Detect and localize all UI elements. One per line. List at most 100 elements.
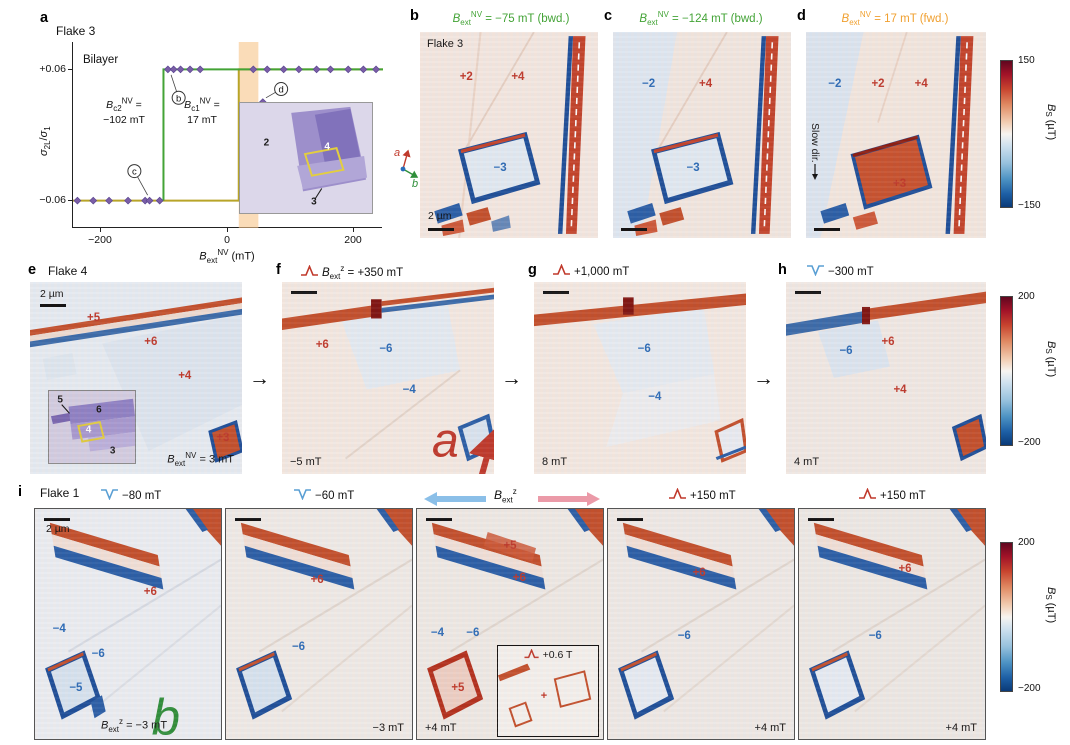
i4-title: +150 mT [668, 488, 736, 502]
panel-a-letter: a [40, 10, 49, 26]
region-label: +6 [881, 335, 895, 348]
domain-map-b [420, 32, 598, 238]
svg-text:d: d [278, 85, 283, 96]
domain-map-i1 [35, 509, 221, 739]
svg-text:c: c [132, 167, 137, 178]
magnetic-image-h: 4 mT −6+6+4 [786, 282, 986, 474]
colorbar2-tick-min: −200 [1018, 437, 1041, 448]
domain-map-e [30, 282, 242, 474]
region-label: −4 [402, 383, 416, 396]
panel-d-letter: d [797, 8, 806, 24]
axis-tick [353, 228, 355, 232]
region-label: +6 [512, 572, 526, 584]
panel-e-letter: e [28, 262, 37, 278]
panel-h-title: −300 mT [806, 264, 874, 278]
field-value-i1: Bextz = −3 mT [101, 717, 168, 734]
axis-b-label: b [412, 178, 418, 188]
region-label: +3 [216, 431, 230, 444]
scale-bar [44, 518, 70, 521]
magnetic-image-i3: +0.6 T + +4 mT +5+6−4−6+5 [416, 508, 604, 740]
scalebar-text-e: 2 µm [40, 288, 64, 300]
scale-bar [543, 291, 569, 294]
sweep-left-arrow [424, 492, 486, 506]
pulse-down-icon [294, 489, 311, 500]
panel-i-flake-title: Flake 1 [40, 486, 80, 500]
region-label: +4 [893, 383, 907, 396]
domain-plus-3 [208, 420, 242, 463]
sequence-arrow: → [753, 367, 774, 390]
panel-c-title: BextNV = −124 mT (bwd.) [639, 10, 763, 28]
inset-domain-map [498, 663, 592, 728]
domain-plus-5 [427, 650, 484, 720]
axis-a-label: a [432, 414, 459, 467]
region-label: 2 [263, 137, 270, 149]
axis-a-label: a [394, 147, 400, 159]
flake3-optical-image [291, 106, 368, 200]
flake-name-b: Flake 3 [427, 38, 464, 50]
scale-bar [235, 518, 261, 521]
colorbar1-label: BS (µT) [1044, 104, 1058, 141]
xtick-0: 0 [224, 234, 230, 246]
panel-a-flake-title: Flake 3 [56, 24, 96, 38]
region-label: +5 [87, 312, 101, 325]
region-label: +6 [692, 567, 706, 580]
colorbar3-label: BS (µT) [1044, 587, 1058, 624]
inset-title: +0.6 T [524, 649, 572, 661]
pulse-up-icon [524, 649, 539, 659]
region-label: −6 [677, 629, 691, 642]
axis-tick [227, 228, 229, 232]
magnetic-image-f: a b −5 mT +6−6−4 [282, 282, 494, 474]
crystal-axes-i1: a b [152, 689, 180, 739]
sequence-arrow: → [501, 367, 522, 390]
pulse-up-icon [301, 264, 318, 276]
region-label: 4 [85, 424, 92, 436]
region-label: 4 [324, 141, 330, 153]
region-label: +2 [459, 71, 473, 84]
region-label: +2 [871, 77, 885, 90]
region-label: −6 [91, 647, 105, 660]
region-label: +5 [451, 682, 465, 695]
region-label: +6 [310, 574, 324, 587]
y-axis-label: σ2L/σ1 [38, 126, 53, 156]
high-field-inset: +0.6 T + [497, 645, 599, 737]
x-axis-label: BextNV (mT) [199, 248, 255, 265]
i1-title: −80 mT [100, 488, 161, 502]
field-value-i3: +4 mT [425, 722, 457, 734]
domain-map-i2 [226, 509, 412, 739]
field-value-i5: +4 mT [945, 722, 977, 734]
region-label: −6 [637, 343, 651, 356]
crystal-axes-f: a b [432, 414, 494, 474]
bc1-annotation: Bc1NV = 17 mT [184, 96, 220, 126]
region-label: 6 [96, 404, 102, 416]
panel-d-title: BextNV = 17 mT (fwd.) [841, 10, 949, 28]
svg-text:b: b [176, 93, 181, 104]
crystal-axes-b: a b [394, 147, 419, 188]
nv-scan-outline [77, 421, 105, 443]
scale-bar [808, 518, 834, 521]
xtick-neg200: −200 [88, 234, 112, 246]
ytick-top: +0.06 [39, 63, 66, 75]
field-value-i4: +4 mT [754, 722, 786, 734]
region-label: −3 [686, 161, 700, 174]
field-value-h: 4 mT [794, 456, 820, 468]
ytick-bottom: −0.06 [39, 194, 66, 206]
scale-bar [291, 291, 317, 294]
i2-title: −60 mT [293, 488, 354, 502]
domain-map-h [786, 282, 986, 474]
region-label: −6 [868, 629, 882, 642]
colorbar2-label: BS (µT) [1044, 341, 1058, 378]
field-value-f: −5 mT [290, 456, 322, 468]
field-value-e: BextNV = 3 mT [167, 451, 234, 468]
region-label: +6 [898, 562, 912, 575]
magnetic-image-c: −2+4−3 [613, 32, 791, 238]
scale-bar [795, 291, 821, 294]
panel-h-letter: h [778, 262, 787, 278]
panel-e-flake-title: Flake 4 [48, 264, 88, 278]
region-label: −4 [52, 622, 66, 635]
colorbar-row3 [1000, 542, 1013, 692]
region-label: +4 [511, 71, 525, 84]
domain-map-i5 [799, 509, 985, 739]
colorbar3-tick-min: −200 [1018, 683, 1041, 694]
scalebar-text-b: 2 µm [428, 210, 452, 222]
